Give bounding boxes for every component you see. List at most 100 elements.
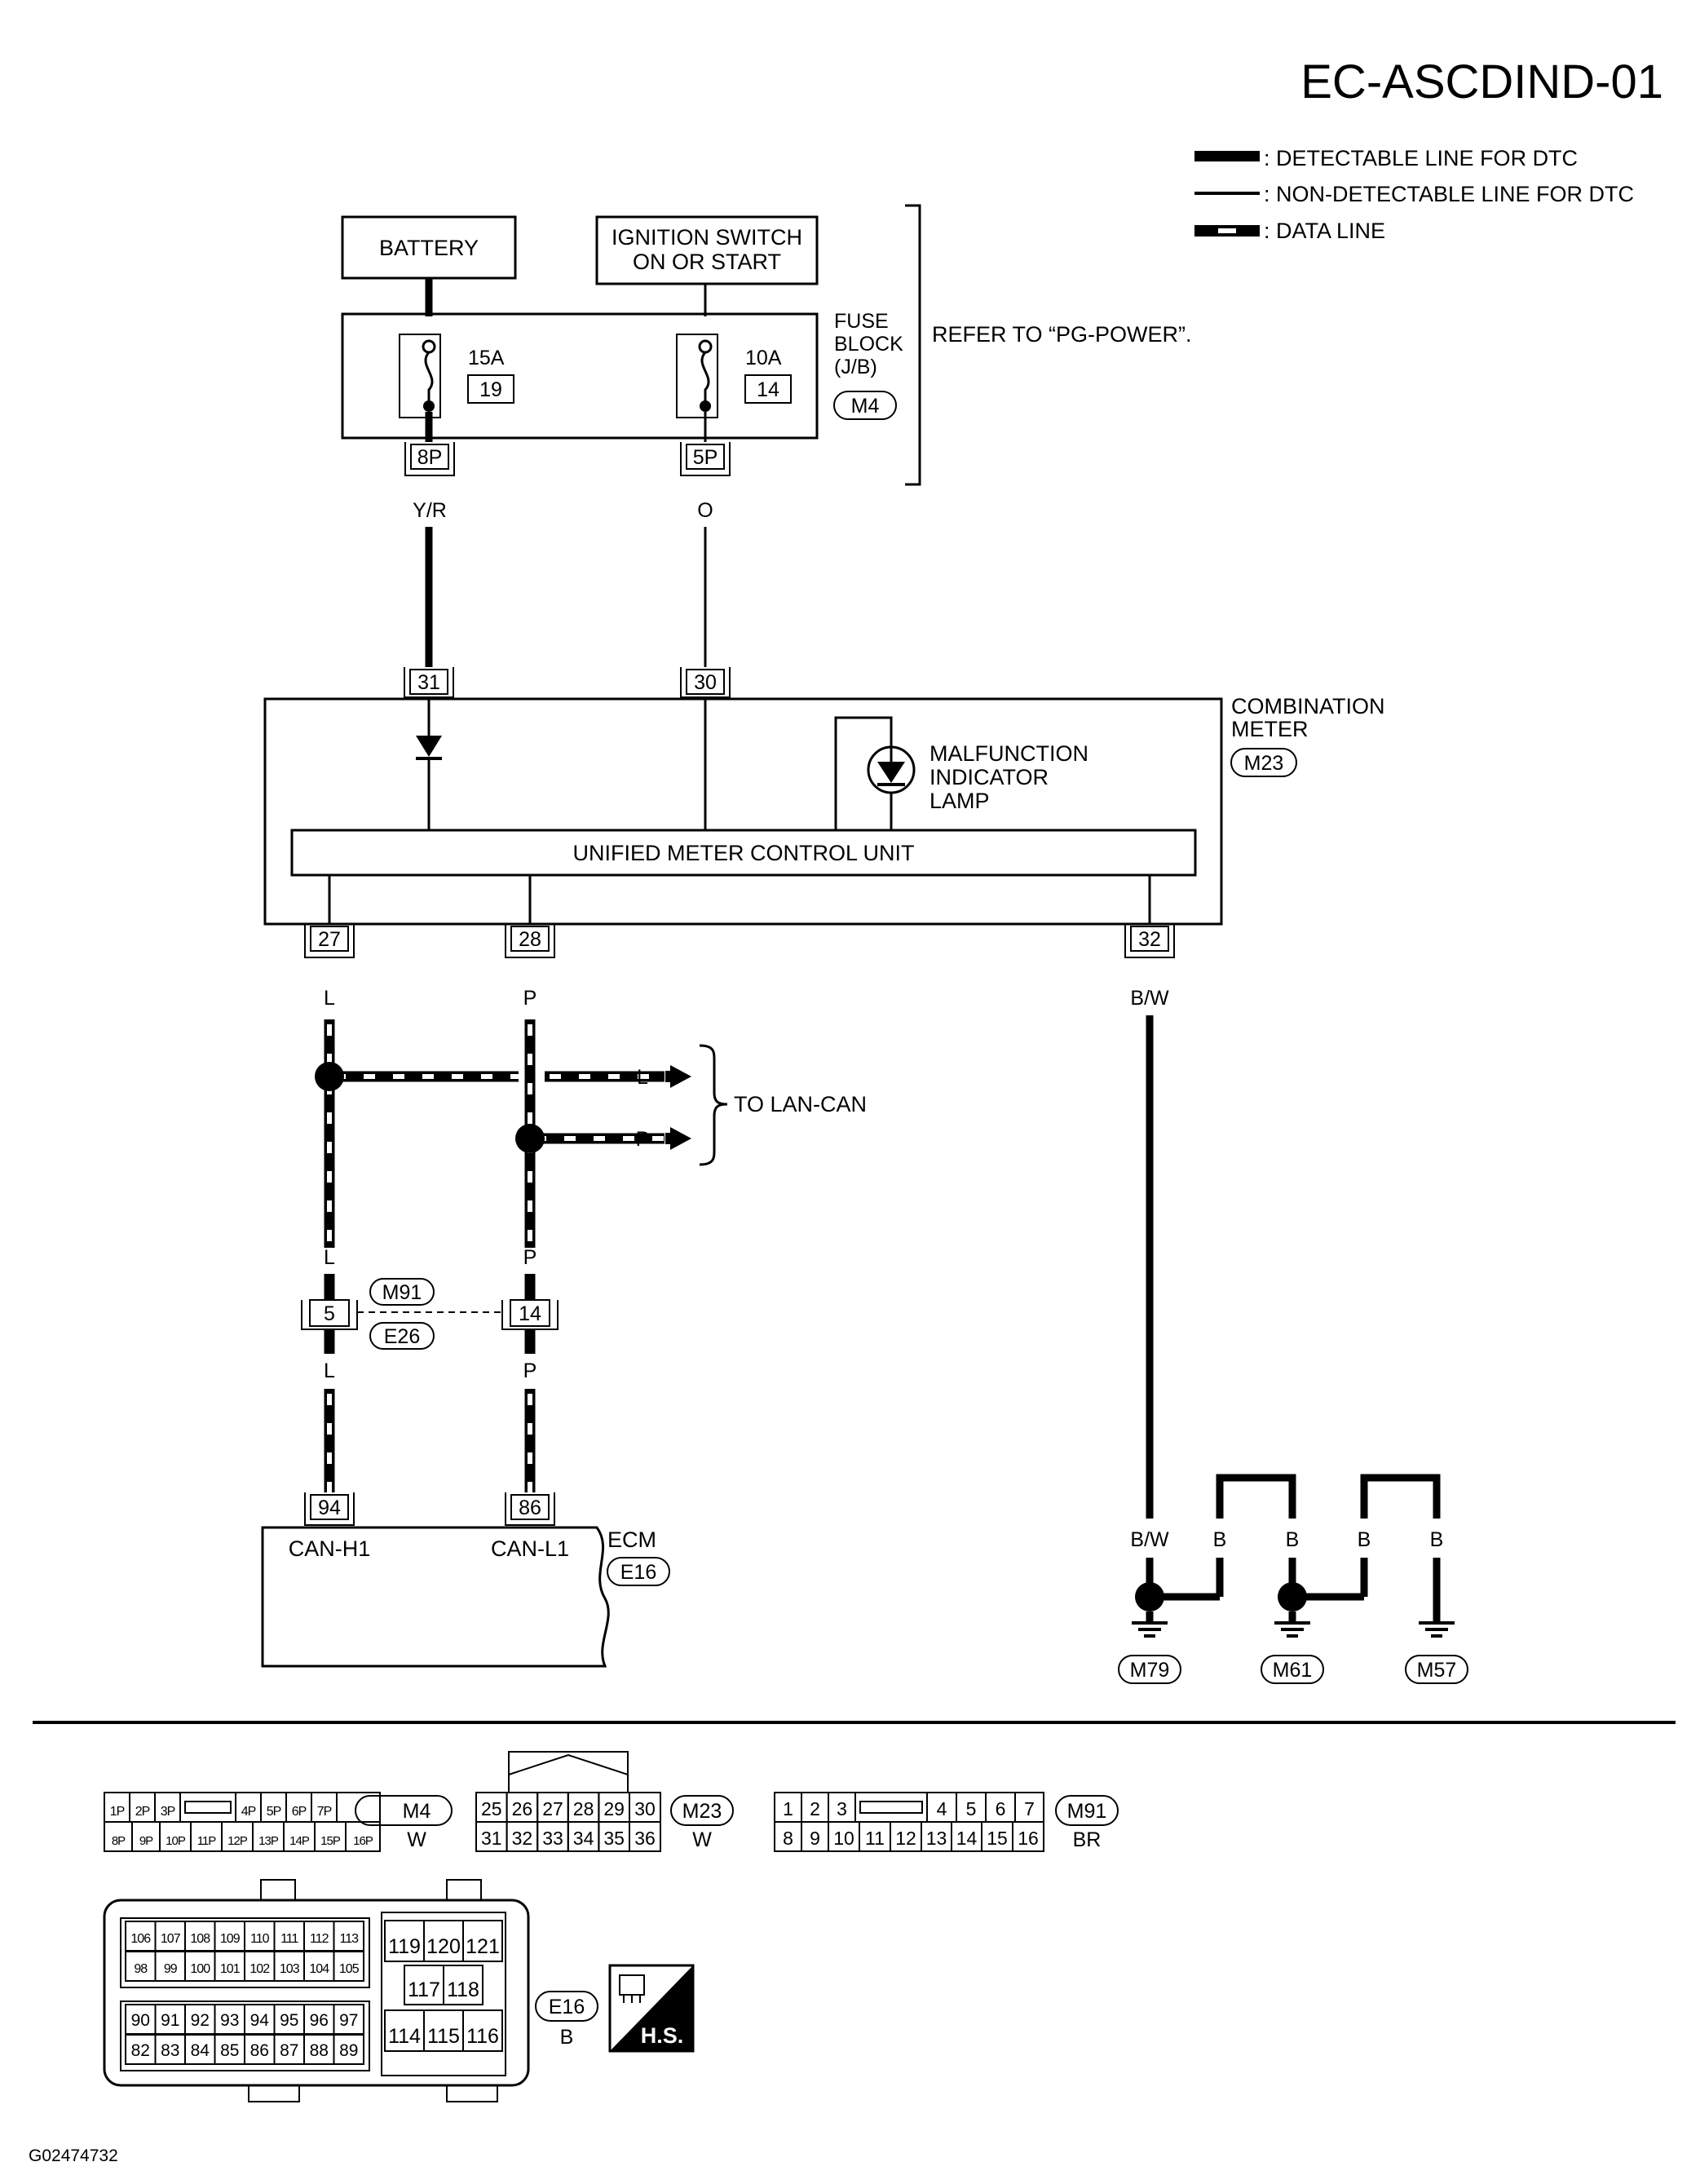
m23-row2-pin: 35 [603,1828,625,1849]
e16-pin: 96 [310,2011,329,2030]
e16-pin: 89 [339,2041,358,2060]
m4-row2-pin: 16P [353,1834,373,1848]
m4-row2-pin: 14P [289,1834,310,1848]
m91-row1-pin: 4 [937,1798,947,1819]
refer-note: REFER TO “PG-POWER”. [932,322,1192,347]
wire-label-p-mid: P [523,1246,537,1269]
m23-color: W [692,1828,712,1851]
joint-connector-bottom-badge: E26 [384,1325,420,1348]
m91-row2-cell [1012,1821,1044,1852]
e16-pin: 83 [161,2041,179,2060]
lamp-label-3: LAMP [929,789,990,813]
m91-row2-pin: 10 [833,1828,854,1849]
m23-row1-pin: 30 [634,1798,656,1819]
wire-label-l-mid: L [324,1246,335,1269]
terminal-30: 30 [680,667,731,698]
e16-cell [443,1965,484,2005]
can-h-line: L [315,1019,691,1248]
m91-row1-pin: 1 [783,1798,793,1819]
m4-code: M4 [403,1800,431,1823]
m91-row2-pin: 11 [865,1828,885,1849]
ground-wire-bw: B/W [1130,1528,1169,1551]
terminal-32: 32 [1124,924,1175,958]
can-line-upper-seg [324,1274,536,1354]
terminal-28: 28 [505,924,555,958]
e16-cell [462,1920,503,1962]
terminal-27: 27 [304,924,355,958]
joint-terminal-5-label: 5 [324,1302,335,1325]
wire-label-l-bottom: L [324,1359,335,1382]
e16-pin: 92 [191,2011,210,2030]
joint-connector-m91-e26: 5 14 M91 E26 [301,1278,559,1350]
terminal-8p: 8P [404,442,455,476]
wire-label-l-top: L [324,987,335,1010]
m4-color: W [407,1828,426,1851]
e16-pin: 113 [339,1932,359,1946]
e16-pin: 107 [161,1932,181,1946]
m4-row1-key-slot [184,1801,232,1814]
meter-label-1: COMBINATION [1231,694,1385,718]
legend: : DETECTABLE LINE FOR DTC : NON-DETECTAB… [1194,146,1634,243]
m4-row1-pin: 5P [267,1805,281,1819]
m91-row2-pin: 12 [895,1828,916,1849]
terminal-94-label: 94 [318,1497,341,1519]
e16-pin: 90 [131,2011,150,2030]
joint-terminal-14-label: 14 [519,1302,541,1325]
e16-pin: 82 [131,2041,150,2060]
terminal-5p: 5P [680,442,731,476]
ecm: CAN-H1 CAN-L1 [261,1526,610,1668]
wire-label-p-branch: P [636,1128,650,1151]
battery: BATTERY [341,215,517,280]
ground-wire-b-4: B [1430,1528,1444,1551]
hs-badge: H.S. [608,1964,695,2053]
m91-row1-pin: 5 [966,1798,977,1819]
terminal-94: 94 [304,1492,355,1526]
terminal-5p-label: 5P [693,446,718,469]
terminal-31-label: 31 [417,671,440,694]
fuse-block-connector-badge: M4 [851,395,880,418]
e16-cell [462,2009,503,2052]
ground-m61-badge: M61 [1273,1659,1313,1682]
e16-pin: 105 [339,1962,360,1976]
m4-row1-pin: 6P [292,1805,307,1819]
e16-code: E16 [549,1996,585,2018]
e16-pin: 121 [466,1935,500,1958]
m4-row2-pin: 11P [197,1834,217,1848]
legend-detectable-label: : DETECTABLE LINE FOR DTC [1264,146,1578,170]
wire-label-o: O [697,499,713,522]
m4-row2-pin: 9P [139,1834,153,1848]
fuse-a-number: 19 [479,378,502,401]
m91-row1-pin: 6 [996,1798,1006,1819]
ecm-can-l1-label: CAN-L1 [491,1536,569,1561]
ignition-switch: IGNITION SWITCH ON OR START [595,215,819,285]
e16-pin: 120 [426,1935,461,1958]
e16-pin: 100 [190,1962,210,1976]
lamp-label-2: INDICATOR [929,765,1049,789]
terminal-28-label: 28 [519,928,541,951]
m4-row2-pin: 13P [258,1834,279,1848]
m4-row2-cell [345,1821,381,1852]
e16-pin: 85 [220,2041,239,2060]
ground-wire-b-1: B [1213,1528,1227,1551]
ecm-label: ECM [607,1527,656,1552]
m4-row1-pin: 7P [317,1805,332,1819]
e16-pin: 106 [130,1932,151,1946]
e16-pin: 86 [250,2041,269,2060]
m23-row2-pin: 32 [512,1828,533,1849]
meter-connector-badge: M23 [1244,752,1284,775]
joint-connector-top-badge: M91 [382,1281,422,1304]
ground-circuit: B/W B B B B M79 M61 M57 [1118,1015,1468,1684]
lamp-label-1: MALFUNCTION [929,741,1088,766]
ground-m57-badge: M57 [1417,1659,1457,1682]
m23-row2-pin: 36 [634,1828,656,1849]
e16-pin: 88 [310,2041,329,2060]
wire-label-p-bottom: P [523,1359,537,1382]
ecm-connector-badge: E16 [620,1561,656,1584]
m4-row1-pin: 1P [110,1805,125,1819]
ecm-can-h1-label: CAN-H1 [289,1536,371,1561]
ignition-label-1: IGNITION SWITCH [612,225,802,250]
m91-row1-pin: 2 [810,1798,820,1819]
ground-wire-b-3: B [1358,1528,1371,1551]
